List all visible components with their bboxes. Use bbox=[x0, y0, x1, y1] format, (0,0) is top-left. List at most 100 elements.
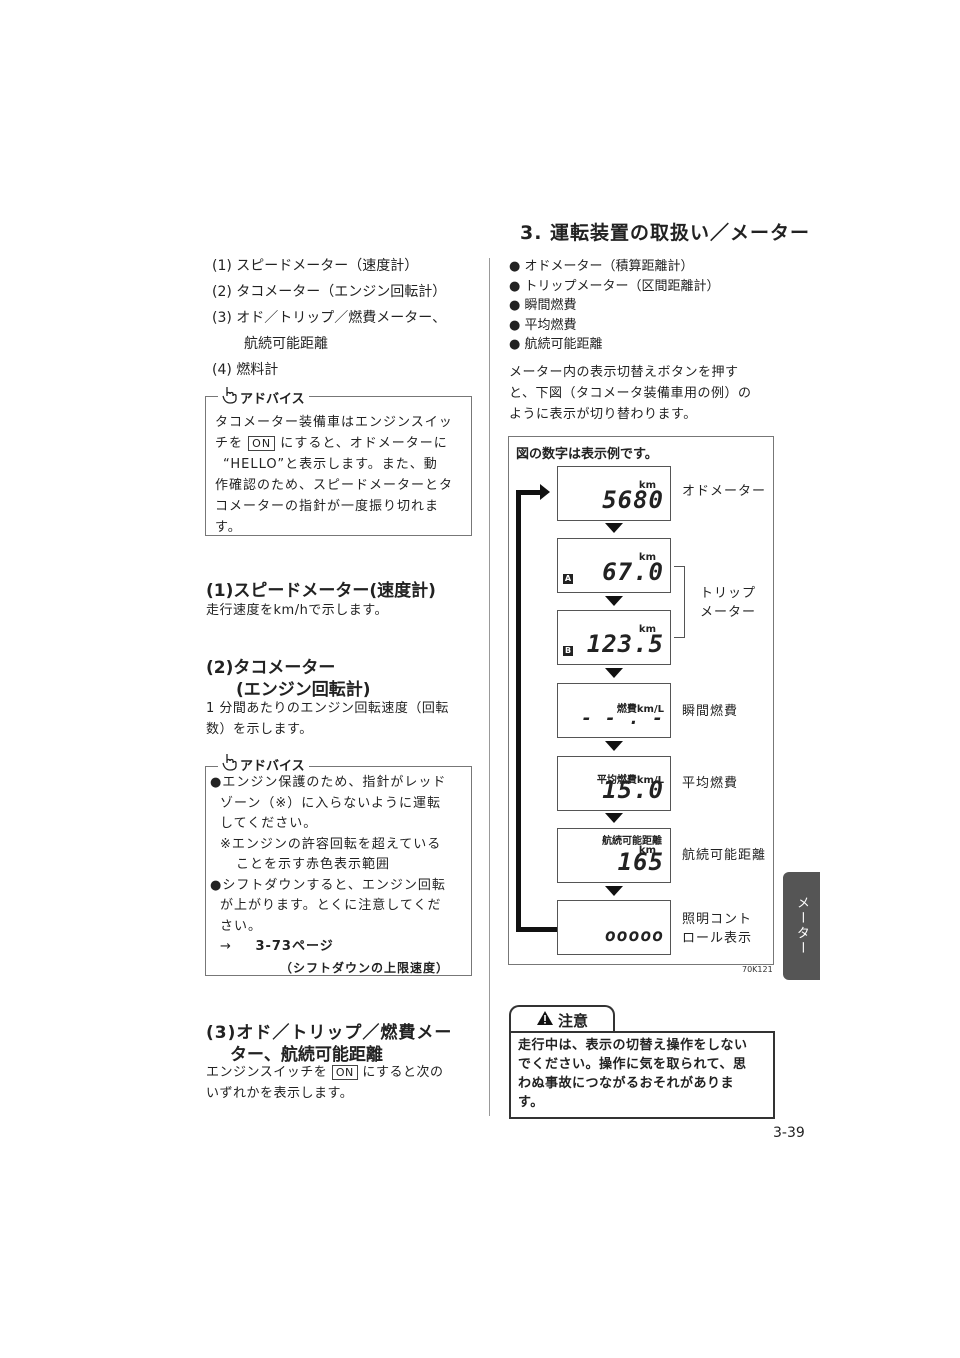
list-item: ● オドメーター（積算距離計） bbox=[509, 259, 694, 274]
odometer-label: オドメーター bbox=[682, 484, 767, 499]
trip-label-line: トリップ bbox=[700, 586, 757, 601]
label-line: ロール表示 bbox=[682, 931, 753, 946]
advice-line: コメーターの指針が一度振り切れま bbox=[215, 499, 440, 514]
on-key: ON bbox=[248, 436, 276, 451]
display-value: 5680 bbox=[602, 486, 664, 514]
cycle-arrow-bottom bbox=[516, 927, 557, 932]
advice-title: アドバイス bbox=[240, 391, 305, 407]
trip-a-badge: A bbox=[563, 574, 573, 584]
display-value: 67.0 bbox=[602, 558, 664, 586]
column-divider bbox=[489, 258, 490, 1116]
average-fuel-label: 平均燃費 bbox=[682, 776, 739, 791]
text-part: エンジンスイッチを bbox=[206, 1065, 328, 1080]
list-item: (2) タコメーター（エンジン回転計） bbox=[212, 284, 447, 300]
trip-b-display: B km 123.5 bbox=[557, 610, 671, 665]
heading-odometer: (3)オド／トリップ／燃費メー bbox=[206, 1023, 453, 1043]
trip-label-line: メーター bbox=[700, 605, 757, 620]
advice-line: ことを示す赤色表示範囲 bbox=[236, 857, 391, 872]
advice-text-1: タコメーター装備車はエンジンスイッ チを ON にすると、オドメーターに “HE… bbox=[215, 412, 465, 538]
caution-header: 注意 bbox=[509, 1005, 615, 1033]
advice-line: してください。 bbox=[220, 816, 318, 831]
advice-text-part: にすると、オドメーターに bbox=[280, 436, 448, 451]
cycle-arrow-top bbox=[516, 490, 544, 495]
advice-line: チを ON にすると、オドメーターに bbox=[215, 433, 465, 454]
text-line: ように表示が切り替わります。 bbox=[509, 407, 697, 422]
advice-line: が上がります。とくに注意してくだ bbox=[220, 898, 442, 913]
unit-label: km bbox=[638, 480, 656, 491]
illumination-label: 照明コント ロール表示 bbox=[682, 910, 752, 948]
illumination-display: ooooo bbox=[557, 900, 671, 955]
unit-label: km bbox=[638, 845, 656, 856]
heading-speedometer: (1)スピードメーター(速度計) bbox=[206, 581, 436, 601]
label-line: 照明コント bbox=[682, 912, 753, 927]
warning-icon bbox=[536, 1010, 554, 1030]
text-line: いずれかを表示します。 bbox=[206, 1086, 354, 1101]
display-value: 15.0 bbox=[602, 776, 664, 804]
advice-box-2 bbox=[205, 766, 472, 976]
caution-line: わぬ事故につながるおそれがありま bbox=[518, 1076, 735, 1091]
instant-fuel-label: 瞬間燃費 bbox=[682, 704, 739, 719]
list-item: ● 瞬間燃費 bbox=[509, 298, 577, 313]
unit-label: 平均燃費km/L bbox=[596, 775, 664, 786]
advice-line: ●エンジン保護のため、指針がレッド bbox=[210, 775, 447, 790]
caution-line: 走行中は、表示の切替え操作をしない bbox=[518, 1038, 748, 1053]
advice-line: ※エンジンの許容回転を超えている bbox=[220, 836, 442, 852]
list-item: 航続可能距離 bbox=[244, 336, 328, 352]
arrow-head-icon bbox=[540, 484, 550, 500]
advice-text-part: チを bbox=[215, 436, 244, 451]
list-item: (4) 燃料計 bbox=[212, 362, 279, 378]
down-arrow-icon bbox=[605, 523, 623, 533]
heading-odometer-sub: ター、航続可能距離 bbox=[230, 1045, 383, 1065]
range-display: 航続可能距離 km 165 bbox=[557, 828, 671, 883]
caution-line: す。 bbox=[518, 1095, 544, 1110]
down-arrow-icon bbox=[605, 813, 623, 823]
list-item: (3) オド／トリップ／燃費メーター、 bbox=[212, 310, 447, 326]
speedometer-text: 走行速度をkm/hで示します。 bbox=[206, 603, 389, 618]
down-arrow-icon bbox=[605, 741, 623, 751]
caution-line: でください。操作に気を取られて、思 bbox=[518, 1057, 747, 1072]
right-list: ● オドメーター（積算距離計） ● トリップメーター（区間距離計） ● 瞬間燃費… bbox=[509, 257, 719, 355]
trip-b-badge: B bbox=[563, 646, 573, 656]
tachometer-text: 1 分間あたりのエンジン回転速度（回転 数）を示します。 bbox=[206, 698, 449, 740]
trip-label: トリップ メーター bbox=[700, 584, 756, 622]
ref-title: （シフトダウンの上限速度） bbox=[280, 960, 450, 975]
text-part: にすると次の bbox=[362, 1065, 444, 1080]
advice-header-1: アドバイス bbox=[218, 386, 309, 408]
on-key: ON bbox=[331, 1065, 358, 1080]
left-list: (1) スピードメーター（速度計） (2) タコメーター（エンジン回転計） (3… bbox=[212, 254, 446, 382]
right-paragraph: メーター内の表示切替えボタンを押す と、下図（タコメータ装備車用の例）の ように… bbox=[509, 362, 771, 425]
list-item: ● 平均燃費 bbox=[509, 317, 577, 333]
list-item: ● 航続可能距離 bbox=[509, 337, 603, 352]
page-reference: → 3-73ページ bbox=[210, 937, 466, 958]
list-item: ● トリップメーター（区間距離計） bbox=[509, 278, 720, 294]
advice-line: さい。 bbox=[220, 918, 263, 934]
odometer-text: エンジンスイッチを ON にすると次の いずれかを表示します。 bbox=[206, 1062, 444, 1104]
unit-label: 燃費km/L bbox=[616, 704, 664, 715]
chapter-tab[interactable]: メーター bbox=[783, 872, 820, 980]
odometer-display: km 5680 bbox=[557, 466, 671, 521]
average-fuel-display: 平均燃費km/L 15.0 bbox=[557, 756, 671, 811]
trip-bracket bbox=[674, 566, 685, 638]
display-value: - - . - bbox=[581, 708, 664, 729]
pointing-hand-icon bbox=[222, 753, 238, 775]
ref-page-link[interactable]: 3-73ページ bbox=[255, 939, 334, 954]
arrow-icon: → bbox=[220, 939, 232, 954]
trip-a-display: A km 67.0 bbox=[557, 538, 671, 593]
unit-label: 航続可能距離 bbox=[602, 836, 662, 847]
text-line: 1 分間あたりのエンジン回転速度（回転 bbox=[206, 701, 449, 716]
unit-label: km bbox=[638, 624, 656, 635]
display-value: ooooo bbox=[604, 925, 664, 946]
unit-label: km bbox=[638, 552, 656, 563]
caution-box bbox=[509, 1031, 775, 1119]
heading-tachometer-sub: (エンジン回転計) bbox=[236, 680, 371, 700]
advice-header-2: アドバイス bbox=[218, 753, 309, 775]
caution-title: 注意 bbox=[557, 1011, 588, 1030]
cycle-arrow-line bbox=[516, 490, 521, 932]
down-arrow-icon bbox=[605, 596, 623, 606]
section-title: 3. 運転装置の取扱い／メーター bbox=[520, 222, 811, 244]
text-line: エンジンスイッチを ON にすると次の bbox=[206, 1062, 444, 1083]
advice-line: タコメーター装備車はエンジンスイッ bbox=[215, 415, 453, 430]
text-line: と、下図（タコメータ装備車用の例）の bbox=[509, 386, 752, 401]
advice-line: ●シフトダウンすると、エンジン回転 bbox=[210, 877, 446, 893]
advice-line: ゾーン（※）に入らないように運転 bbox=[220, 795, 441, 811]
